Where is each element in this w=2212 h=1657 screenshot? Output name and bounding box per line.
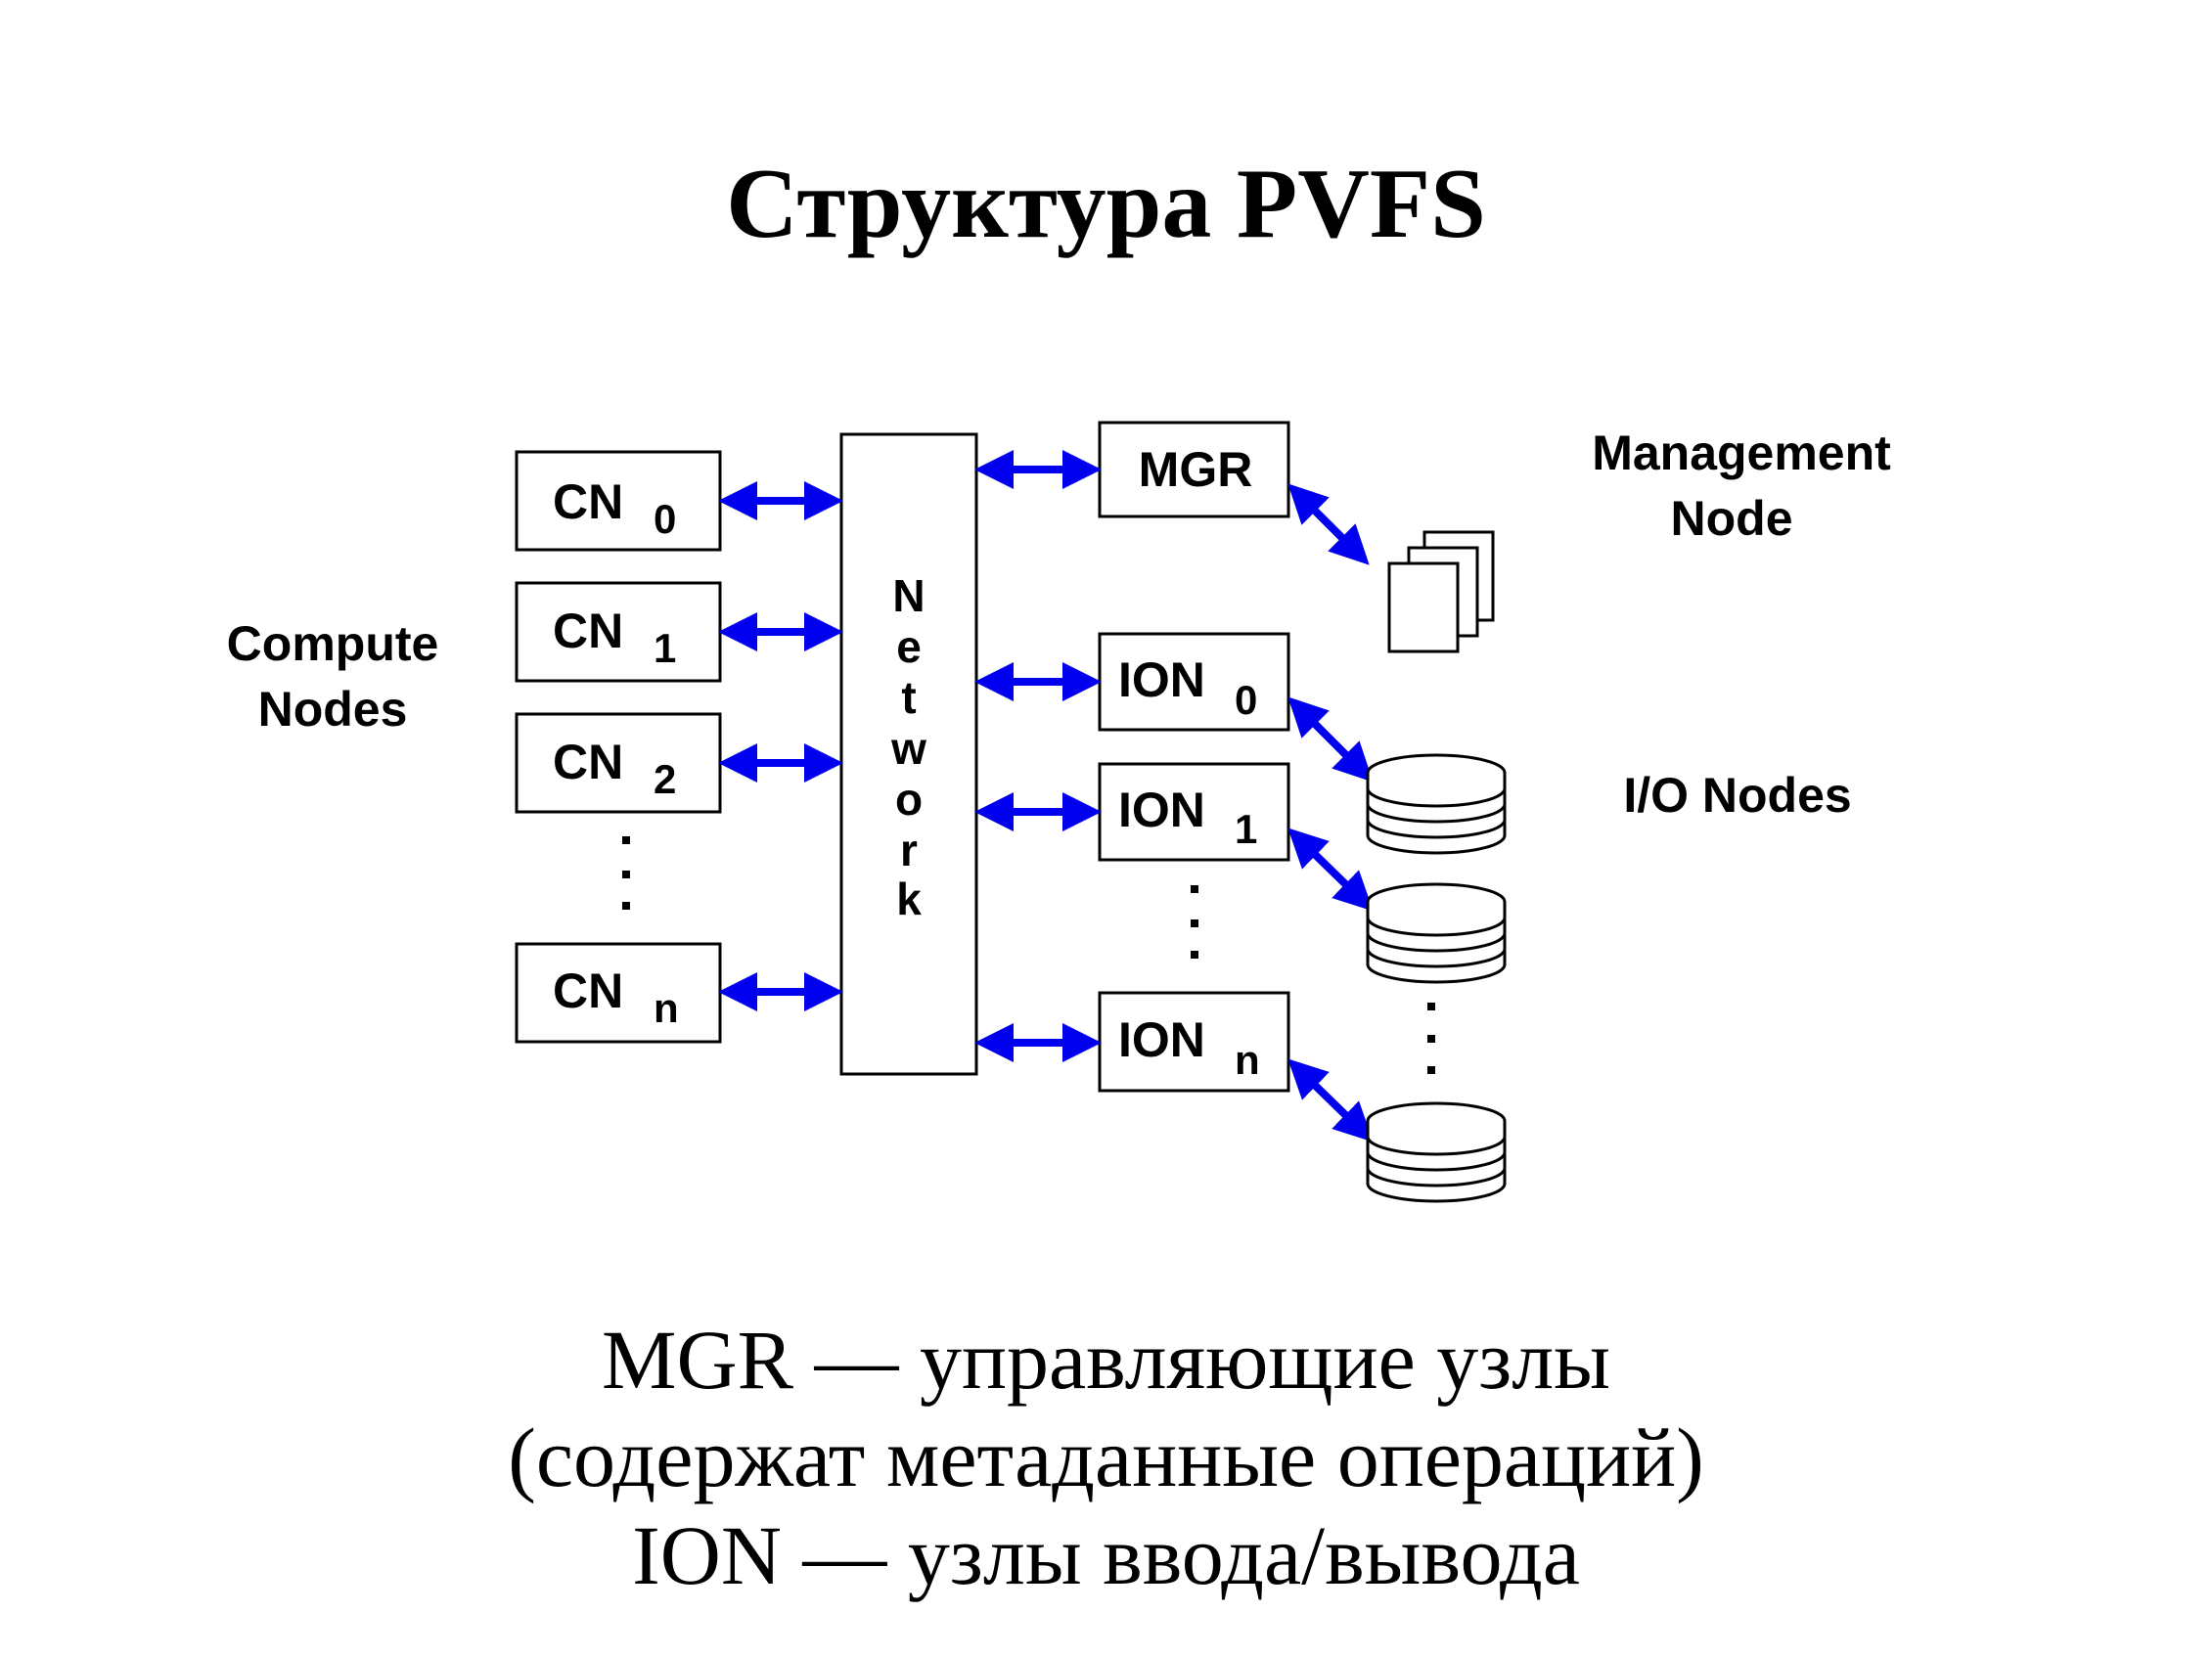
disk-stack-ellipsis	[1427, 1003, 1435, 1074]
compute-node-1-sub: 1	[654, 625, 676, 671]
management-node-label-line1: Management	[1592, 425, 1891, 480]
caption-line-2: (содержат метаданные операций)	[508, 1411, 1704, 1504]
io-node-n-sub: n	[1235, 1037, 1260, 1083]
compute-node-2: CN 2	[515, 712, 722, 814]
compute-node-1: CN 1	[515, 581, 722, 683]
mgr-node: MGR	[1098, 421, 1290, 518]
io-node-1-name: ION	[1118, 783, 1205, 837]
compute-node-n-name: CN	[553, 963, 623, 1018]
compute-nodes-label-line1: Compute	[227, 616, 439, 671]
disk-icon	[1366, 753, 1507, 855]
compute-node-0-name: CN	[553, 474, 623, 529]
io-node-0-name: ION	[1118, 652, 1205, 707]
compute-node-2-sub: 2	[654, 756, 676, 802]
io-node-n-name: ION	[1118, 1012, 1205, 1067]
ion0-disk-arrow	[1287, 696, 1374, 783]
network: N e t w o r k	[839, 432, 978, 1076]
network-letter: k	[896, 873, 922, 924]
io-node-0: ION 0	[1098, 632, 1290, 732]
io-nodes-ellipsis	[1191, 885, 1198, 959]
caption-line-1: MGR — управляющие узлы	[602, 1313, 1610, 1407]
network-letter: w	[890, 723, 926, 774]
compute-nodes-label-line2: Nodes	[258, 682, 408, 737]
compute-node-n: CN n	[515, 942, 722, 1044]
slide-title: Структура PVFS	[726, 149, 1486, 259]
ion1-disk-arrow	[1287, 828, 1374, 912]
compute-node-n-sub: n	[654, 985, 679, 1031]
compute-node-1-name: CN	[553, 604, 623, 658]
mgr-metadata-arrow	[1287, 483, 1370, 565]
management-node-label-line2: Node	[1671, 491, 1793, 546]
io-node-1-sub: 1	[1235, 806, 1257, 852]
network-letter: r	[900, 825, 918, 875]
io-node-0-sub: 0	[1235, 677, 1257, 723]
disk-icon	[1366, 1101, 1507, 1203]
metadata-documents-icon	[1387, 530, 1495, 653]
io-nodes-label: I/O Nodes	[1623, 768, 1851, 823]
compute-node-0-sub: 0	[654, 496, 676, 542]
compute-nodes-ellipsis	[622, 836, 630, 910]
io-node-1: ION 1	[1098, 762, 1290, 862]
network-letter: o	[895, 774, 923, 825]
io-node-n: ION n	[1098, 991, 1290, 1093]
disk-icon	[1366, 882, 1507, 984]
network-letter: N	[892, 570, 925, 621]
caption-line-3: ION — узлы ввода/вывода	[632, 1508, 1580, 1602]
compute-node-0: CN 0	[515, 450, 722, 552]
caption: MGR — управляющие узлы (содержат метадан…	[0, 1311, 2212, 1604]
network-letter: e	[896, 621, 922, 672]
mgr-node-name: MGR	[1139, 442, 1253, 497]
ionn-disk-arrow	[1287, 1058, 1374, 1142]
network-letter: t	[901, 672, 916, 723]
compute-node-2-name: CN	[553, 735, 623, 789]
